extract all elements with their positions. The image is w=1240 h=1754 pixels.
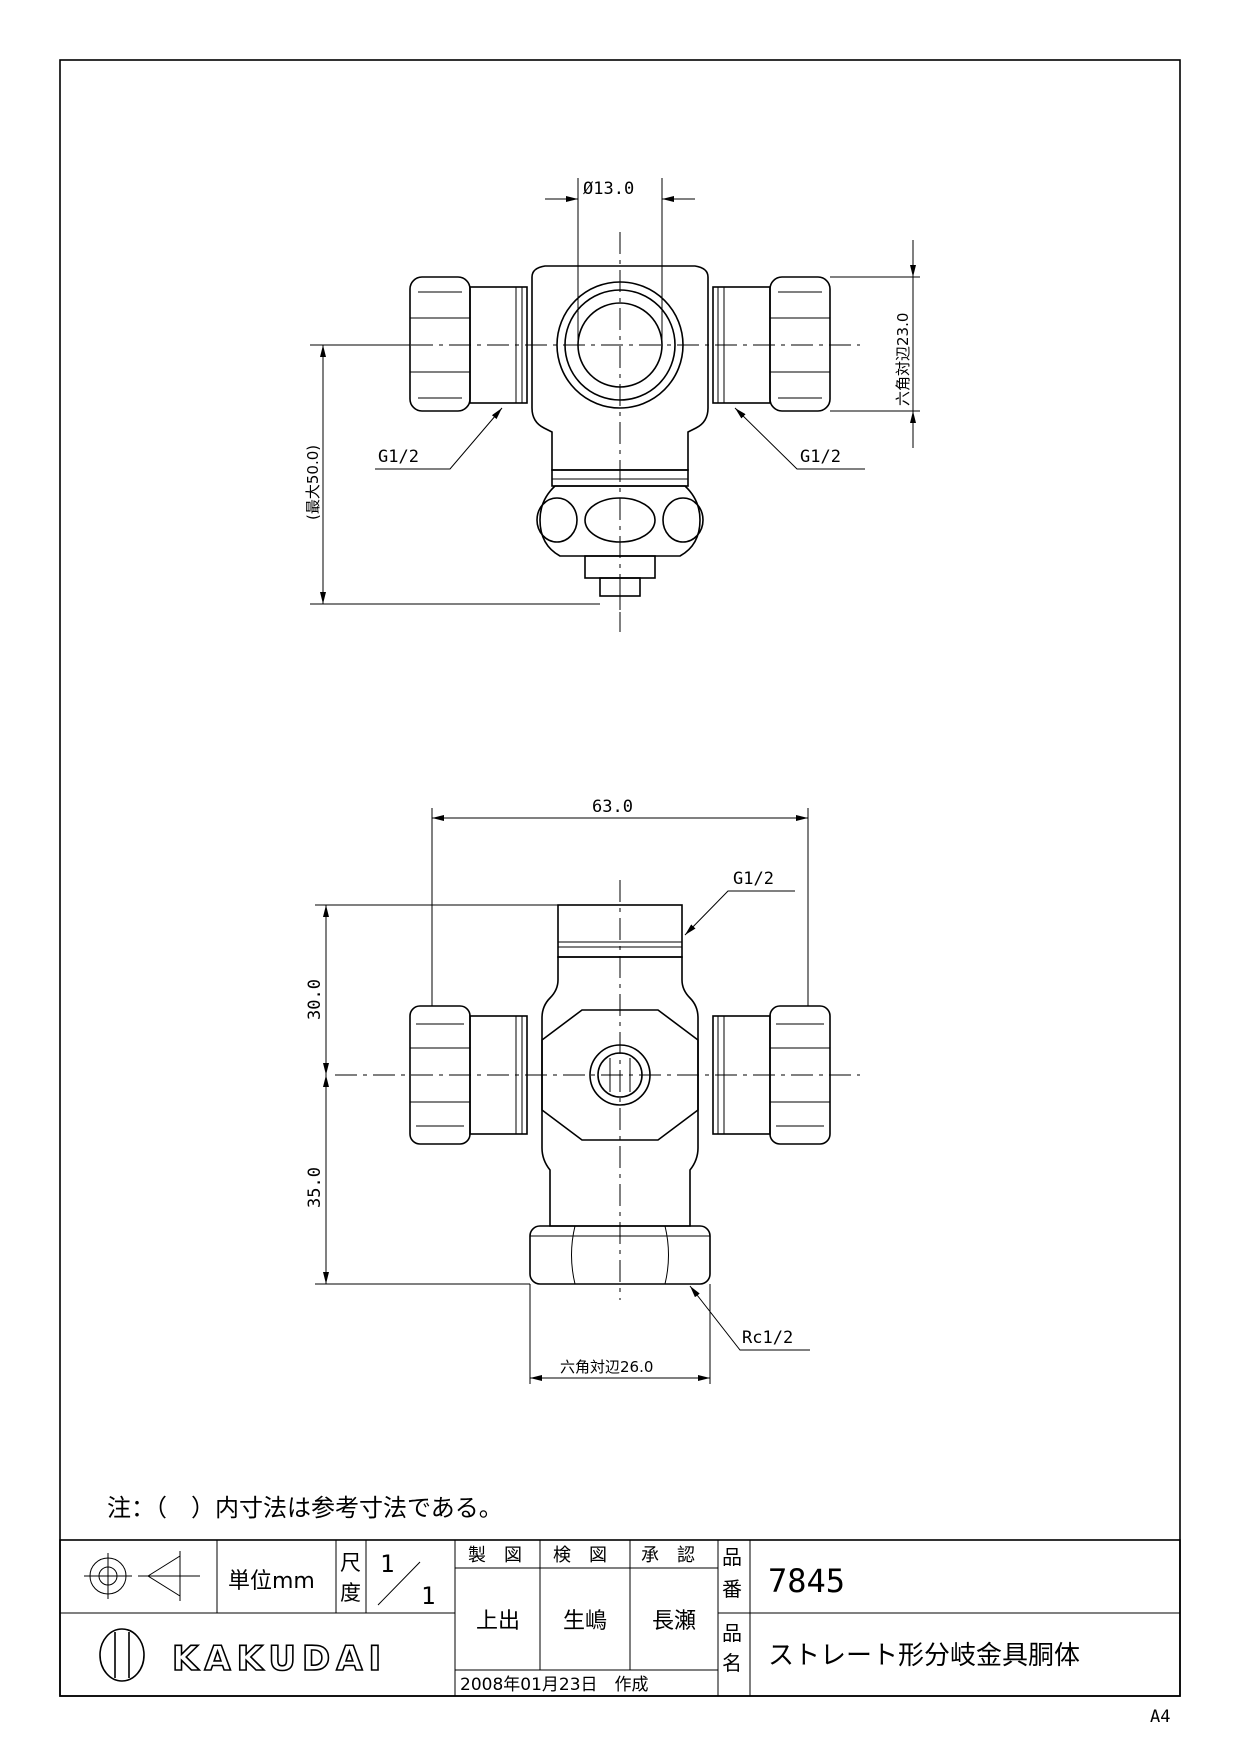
drawn-header: 製 図 bbox=[468, 1545, 522, 1566]
company-name: KAKUDAI bbox=[172, 1639, 387, 1679]
scale-label-1: 尺 bbox=[340, 1551, 361, 1575]
scale-label-2: 度 bbox=[340, 1581, 361, 1605]
dim-upper-label: 30.0 bbox=[305, 979, 325, 1020]
checked-header: 検 図 bbox=[553, 1545, 607, 1566]
scale-denominator: 1 bbox=[421, 1582, 435, 1610]
kakudai-logo-icon bbox=[99, 1628, 145, 1682]
scale-numerator: 1 bbox=[380, 1550, 394, 1578]
title-block: 単位mm 尺 度 1 1 製 図 検 図 承 認 上出 生嶋 長瀬 2008年0… bbox=[59, 1539, 1181, 1697]
unit-label: 単位mm bbox=[228, 1569, 315, 1594]
part-no-label-1: 品 bbox=[722, 1545, 742, 1569]
dim-hex-bottom-label: 六角対辺26.0 bbox=[560, 1358, 653, 1376]
dim-height-label: (最大50.0) bbox=[304, 445, 322, 520]
thread-left-label: G1/2 bbox=[378, 447, 419, 467]
third-angle-projection-icon bbox=[84, 1551, 200, 1601]
checked-by: 生嶋 bbox=[563, 1609, 607, 1634]
approved-by: 長瀬 bbox=[652, 1609, 696, 1634]
reference-note: 注：（ ）内寸法は参考寸法である。 bbox=[107, 1494, 503, 1522]
drawn-by: 上出 bbox=[476, 1609, 520, 1634]
thread-top-label: G1/2 bbox=[733, 869, 774, 889]
sheet-border bbox=[59, 59, 1181, 1697]
thread-right-label: G1/2 bbox=[800, 447, 841, 467]
paper-size-label: A4 bbox=[1150, 1707, 1170, 1727]
top-view: Ø13.0 六角対辺23.0 (最大50.0) G1/2 G1/2 bbox=[304, 178, 920, 632]
drawing-date: 2008年01月23日 作成 bbox=[460, 1675, 649, 1695]
part-no-label-2: 番 bbox=[722, 1577, 742, 1601]
part-name: ストレート形分岐金具胴体 bbox=[768, 1641, 1080, 1671]
dim-lower-label: 35.0 bbox=[305, 1167, 325, 1208]
dim-hex-side-label: 六角対辺23.0 bbox=[894, 313, 912, 406]
front-view: 63.0 30.0 35.0 六角対辺26.0 G1/2 Rc1/2 bbox=[305, 797, 860, 1384]
dim-bore-label: Ø13.0 bbox=[583, 179, 634, 199]
part-number: 7845 bbox=[768, 1562, 845, 1600]
approved-header: 承 認 bbox=[641, 1545, 695, 1566]
dim-width-label: 63.0 bbox=[592, 797, 633, 817]
thread-bottom-label: Rc1/2 bbox=[742, 1328, 793, 1348]
part-name-label-2: 名 bbox=[722, 1651, 742, 1675]
part-name-label-1: 品 bbox=[722, 1621, 742, 1645]
